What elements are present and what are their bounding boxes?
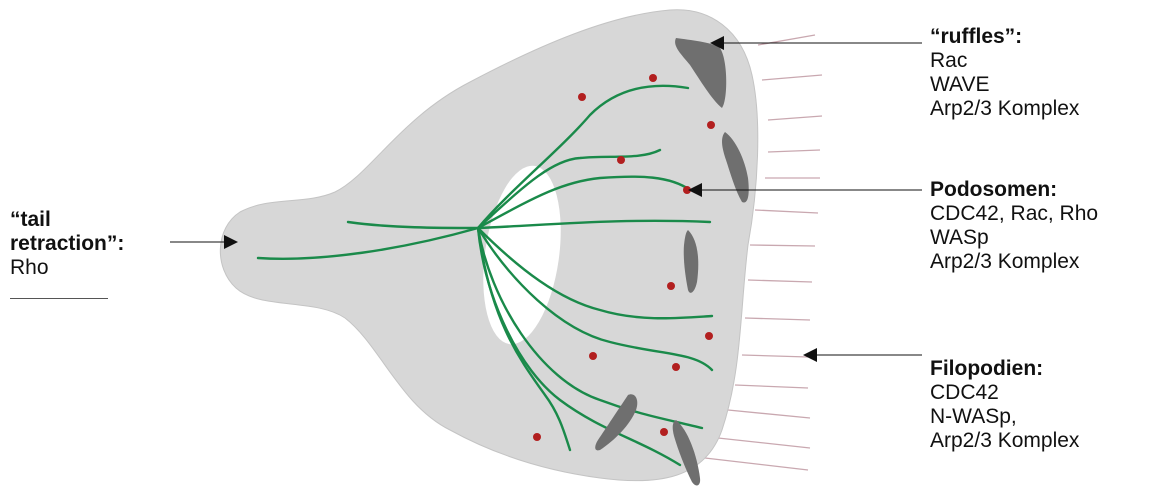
marker-dot <box>705 332 713 340</box>
filopodien-protein: N-WASp, <box>930 405 1079 429</box>
marker-dot <box>660 428 668 436</box>
podosomen-protein: Arp2/3 Komplex <box>930 250 1098 274</box>
tail-protein: Rho <box>10 256 124 280</box>
marker-dot <box>672 363 680 371</box>
marker-dot <box>578 93 586 101</box>
filopod <box>750 245 815 246</box>
tail-heading-line1: “tail <box>10 208 124 232</box>
marker-dot <box>617 156 625 164</box>
marker-dot <box>707 121 715 129</box>
podosomen-protein: CDC42, Rac, Rho <box>930 202 1098 226</box>
podosomen-protein: WASp <box>930 226 1098 250</box>
marker-dot <box>667 282 675 290</box>
label-tail-retraction: “tail retraction”: Rho <box>10 208 124 280</box>
filopodien-heading: Filopodien: <box>930 357 1079 381</box>
filopod <box>768 116 822 120</box>
filopod <box>748 280 812 282</box>
filopod <box>705 458 808 470</box>
tail-heading-line2: retraction”: <box>10 232 124 256</box>
label-filopodien: Filopodien: CDC42 N-WASp, Arp2/3 Komplex <box>930 357 1079 453</box>
marker-dot <box>533 433 541 441</box>
filopod <box>728 410 810 418</box>
label-podosomen: Podosomen: CDC42, Rac, Rho WASp Arp2/3 K… <box>930 178 1098 274</box>
ruffles-protein: Arp2/3 Komplex <box>930 97 1079 121</box>
marker-dot <box>589 352 597 360</box>
label-ruffles: “ruffles”: Rac WAVE Arp2/3 Komplex <box>930 25 1079 121</box>
filopod <box>735 385 808 388</box>
filopodien-protein: Arp2/3 Komplex <box>930 429 1079 453</box>
podosomen-heading: Podosomen: <box>930 178 1098 202</box>
ruffles-heading: “ruffles”: <box>930 25 1079 49</box>
ruffles-protein: WAVE <box>930 73 1079 97</box>
filopodien-protein: CDC42 <box>930 381 1079 405</box>
tail-underline <box>10 298 108 299</box>
filopod <box>755 210 818 213</box>
filopod <box>768 150 820 152</box>
filopod <box>762 75 822 80</box>
filopod <box>742 355 808 357</box>
marker-dot <box>649 74 657 82</box>
arrowhead-filopodien <box>803 348 817 362</box>
ruffles-protein: Rac <box>930 49 1079 73</box>
filopod <box>718 438 810 448</box>
filopod <box>745 318 810 320</box>
